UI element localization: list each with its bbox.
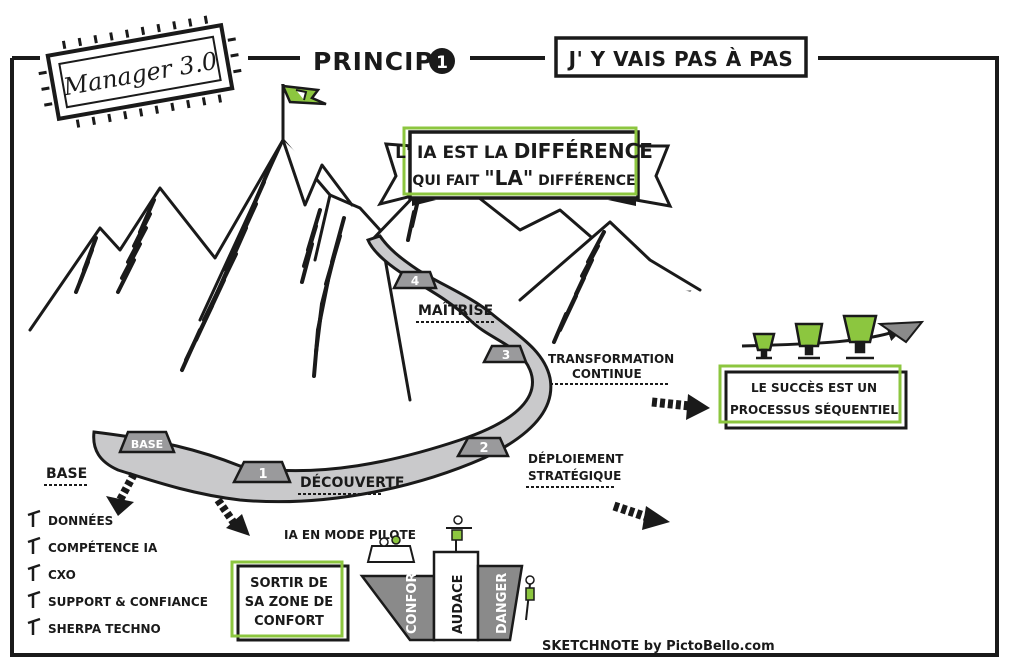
summit-flag (280, 84, 327, 140)
principle-title: PRINCIPE (313, 47, 452, 76)
mountain-shading (74, 160, 606, 378)
base-list-item-label: DONNÉES (48, 513, 113, 528)
svg-text:SORTIR DE: SORTIR DE (250, 576, 328, 591)
base-list-item: CXO (27, 563, 76, 582)
zone-confort: CONFORT (405, 564, 420, 634)
base-title: BASE (46, 466, 87, 482)
trophy-icon (752, 314, 878, 360)
milestone-1: 1 (231, 460, 292, 484)
base-list-item-label: COMPÉTENCE IA (48, 540, 158, 555)
pickaxe-icon (27, 617, 41, 635)
milestone-4: 4 (391, 270, 438, 290)
base-list-item: SUPPORT & CONFIANCE (27, 590, 208, 609)
footer-credit: SKETCHNOTE by PictoBello.com (542, 639, 775, 654)
svg-text:1: 1 (258, 467, 267, 482)
pickaxe-icon (27, 590, 41, 608)
principle-number: 1 (436, 53, 448, 73)
success-line-1: LE SUCCÈS EST UN (751, 380, 877, 395)
base-list: DONNÉES COMPÉTENCE IA CXO SUPPORT & CONFIAN… (27, 509, 208, 636)
headline-banner: L' IA EST LA DIFFÉRENCE QUI FAIT "LA" DI… (376, 126, 673, 208)
base-list-item-label: SHERPA TECHNO (48, 622, 161, 636)
arrow-base-down (106, 472, 138, 516)
milestone-3: 3 (481, 344, 528, 364)
base-list-item: DONNÉES (27, 509, 113, 528)
arrow-pilot-down (214, 497, 250, 536)
base-list-item: COMPÉTENCE IA (27, 536, 158, 555)
label-deploiement-2: STRATÉGIQUE (528, 468, 621, 483)
svg-text:3: 3 (502, 348, 510, 362)
success-line-2: PROCESSUS SÉQUENTIEL (730, 402, 898, 417)
label-transformation-2: CONTINUE (572, 367, 642, 381)
svg-text:CONFORT: CONFORT (254, 614, 324, 629)
label-deploiement-1: DÉPLOIEMENT (528, 451, 624, 466)
svg-text:2: 2 (479, 441, 488, 456)
arrow-to-success (651, 394, 710, 420)
svg-text:4: 4 (411, 274, 419, 288)
base-list-item-label: SUPPORT & CONFIANCE (48, 595, 208, 609)
label-maitrise: MAÎTRISE (418, 302, 493, 319)
banner-line-1: L' IA EST LA DIFFÉRENCE (395, 139, 653, 163)
winding-path (92, 234, 553, 504)
milestone-base: BASE (118, 430, 176, 454)
base-list-item: SHERPA TECHNO (27, 617, 161, 636)
banner-line-2: QUI FAIT "LA" DIFFÉRENCE (412, 166, 635, 190)
svg-text:BASE: BASE (131, 438, 163, 451)
comfort-zone-box: SORTIR DE SA ZONE DE CONFORT (230, 560, 350, 642)
outer-frame (10, 56, 999, 657)
subtitle-box (554, 36, 808, 78)
label-transformation-1: TRANSFORMATION (548, 352, 674, 366)
label-decouverte: DÉCOUVERTE (300, 474, 404, 491)
pickaxe-icon (27, 509, 41, 527)
arrow-deploiement (612, 501, 670, 530)
zone-danger: DANGER (495, 573, 510, 634)
pickaxe-icon (27, 563, 41, 581)
pickaxe-icon (27, 536, 41, 554)
subtitle-text: J' Y VAIS PAS À PAS (567, 47, 794, 71)
manager-logo: Manager 3.0 (38, 15, 242, 128)
base-list-item-label: CXO (48, 568, 76, 582)
zones-illustration (359, 515, 535, 642)
milestone-2: 2 (455, 436, 510, 458)
svg-text:SA ZONE DE: SA ZONE DE (245, 595, 333, 610)
success-box: LE SUCCÈS EST UN PROCESSUS SÉQUENTIEL (718, 364, 908, 430)
principle-number-badge (429, 48, 455, 74)
zone-audace: AUDACE (451, 575, 466, 635)
